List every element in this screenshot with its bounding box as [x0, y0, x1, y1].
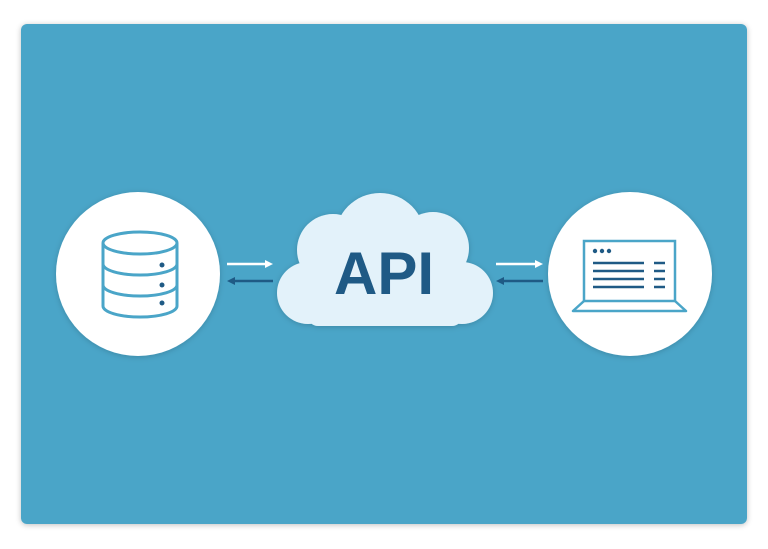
laptop-icon — [571, 239, 688, 313]
cloud-icon — [277, 193, 493, 326]
api-label: API — [334, 240, 434, 307]
client-node — [548, 192, 712, 356]
arrows-api-client — [496, 260, 543, 285]
database-node — [56, 192, 220, 356]
database-icon — [101, 230, 179, 319]
api-cloud — [277, 193, 493, 326]
arrows-database-api — [227, 260, 273, 285]
